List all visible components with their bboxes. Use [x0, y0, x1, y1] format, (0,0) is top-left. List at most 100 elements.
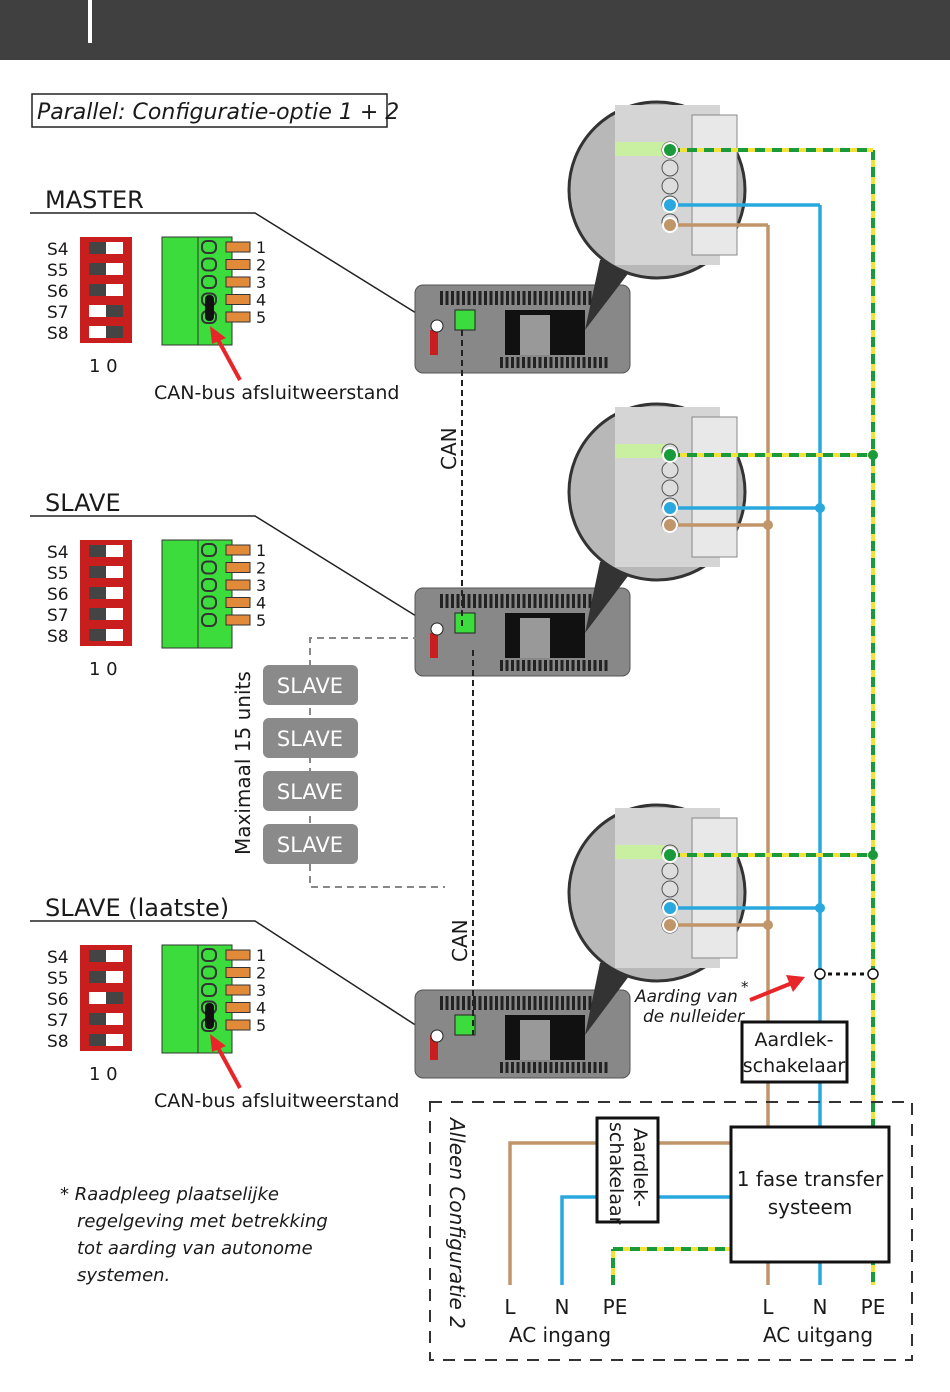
header-bar — [0, 0, 950, 60]
terminator-label: CAN-bus afsluitweerstand — [154, 382, 399, 404]
red-arrow — [749, 981, 793, 1002]
switch-toggle[interactable] — [89, 1034, 106, 1046]
terminal-screw — [201, 543, 217, 557]
terminal-screw — [201, 965, 217, 980]
terminal-pin — [225, 311, 251, 323]
page-title: Parallel: Configuratie-optie 1 + 2 — [37, 100, 399, 125]
junction — [868, 850, 878, 860]
pin-number: 1 — [256, 946, 266, 965]
terminator-label: CAN-bus afsluitweerstand — [154, 1090, 399, 1112]
pe-terminal — [662, 447, 678, 463]
switch-toggle[interactable] — [89, 629, 106, 641]
red-arrow-head — [210, 1034, 226, 1052]
slave-unit — [263, 718, 358, 758]
rcd-label: schakelaar — [743, 1055, 846, 1077]
callout-line — [30, 515, 438, 630]
switch-toggle[interactable] — [89, 545, 106, 557]
l-terminal — [662, 517, 678, 533]
terminal-pin — [225, 294, 251, 305]
grounding-label: Aarding van — [634, 987, 738, 1007]
ac-out-L: L — [762, 1295, 774, 1319]
red-arrow-head — [210, 326, 226, 344]
asterisk: * — [741, 978, 749, 996]
can-label: CAN — [448, 919, 472, 962]
terminal-screw — [201, 560, 217, 575]
callout-point — [430, 319, 444, 333]
pin-number: 2 — [256, 964, 266, 983]
junction — [763, 920, 773, 930]
ac-in-L: L — [504, 1295, 516, 1319]
pin-number: 3 — [256, 273, 266, 292]
unit-label: SLAVE — [45, 489, 121, 517]
switch-toggle[interactable] — [89, 242, 106, 254]
terminal-pin — [225, 241, 251, 253]
switch-label: S4 — [47, 948, 69, 968]
config2-box — [429, 1101, 913, 1361]
switch-toggle[interactable] — [89, 566, 106, 578]
slave-unit-label: SLAVE — [277, 833, 343, 857]
terminal-screw — [201, 948, 217, 962]
terminal-screw — [201, 983, 217, 997]
switch-toggle[interactable] — [89, 263, 106, 275]
terminal-pin — [225, 614, 251, 626]
pin-number: 3 — [256, 981, 266, 1000]
red-arrow-head — [786, 975, 805, 992]
terminal-block — [161, 236, 233, 346]
switch-toggle[interactable] — [106, 305, 123, 317]
switch-toggle[interactable] — [89, 284, 106, 296]
terminal-block — [161, 944, 233, 1054]
callout-point — [430, 622, 444, 636]
terminal-pin — [225, 544, 251, 556]
max-units-label: Maximaal 15 units — [231, 671, 255, 855]
footnote-line: * Raadpleeg plaatselijke — [60, 1184, 279, 1205]
transfer-label: systeem — [768, 1195, 853, 1219]
terminal-pin — [225, 276, 251, 288]
slave-unit-label: SLAVE — [277, 780, 343, 804]
unit-label: SLAVE (laatste) — [45, 894, 229, 922]
switch-toggle[interactable] — [89, 950, 106, 962]
red-arrow — [214, 1043, 242, 1089]
terminal-block — [161, 539, 233, 649]
terminal-pin — [225, 259, 251, 270]
ac-out-label: AC uitgang — [763, 1323, 873, 1347]
switch-toggle[interactable] — [89, 971, 106, 983]
pin-number: 4 — [256, 594, 266, 613]
footnote-line: tot aarding van autonome — [77, 1238, 313, 1259]
transfer-label: 1 fase transfer — [737, 1167, 884, 1191]
ac-out-PE: PE — [861, 1295, 886, 1319]
switch-scale: 1 0 — [89, 1064, 118, 1085]
grounding-label: de nulleider — [643, 1007, 745, 1027]
switch-label: S7 — [47, 606, 69, 626]
switch-toggle[interactable] — [89, 1013, 106, 1025]
terminator-resistor — [205, 1003, 214, 1029]
switch-toggle[interactable] — [89, 608, 106, 620]
switch-label: S6 — [47, 282, 69, 302]
n-terminal — [662, 500, 678, 516]
slave-stack-bracket — [309, 637, 445, 888]
junction — [763, 520, 773, 530]
pin-number: 5 — [256, 308, 266, 327]
pin-number: 3 — [256, 576, 266, 595]
terminal-pin — [225, 1019, 251, 1031]
pin-number: 5 — [256, 611, 266, 630]
switch-label: S6 — [47, 990, 69, 1010]
switch-label: S6 — [47, 585, 69, 605]
pin-number: 1 — [256, 238, 266, 257]
switch-scale: 1 0 — [89, 356, 118, 377]
switch-label: S5 — [47, 564, 69, 584]
switch-toggle[interactable] — [106, 992, 123, 1004]
switch-toggle[interactable] — [106, 326, 123, 338]
rcd-label: Aardlek- — [754, 1029, 833, 1051]
terminal-screw — [201, 240, 217, 254]
footnote-line: regelgeving met betrekking — [77, 1211, 328, 1232]
junction — [868, 450, 878, 460]
switch-toggle[interactable] — [89, 587, 106, 599]
ac-in-label: AC ingang — [509, 1323, 611, 1347]
terminal-screw — [201, 595, 217, 610]
pin-number: 5 — [256, 1016, 266, 1035]
switch-scale: 1 0 — [89, 659, 118, 680]
